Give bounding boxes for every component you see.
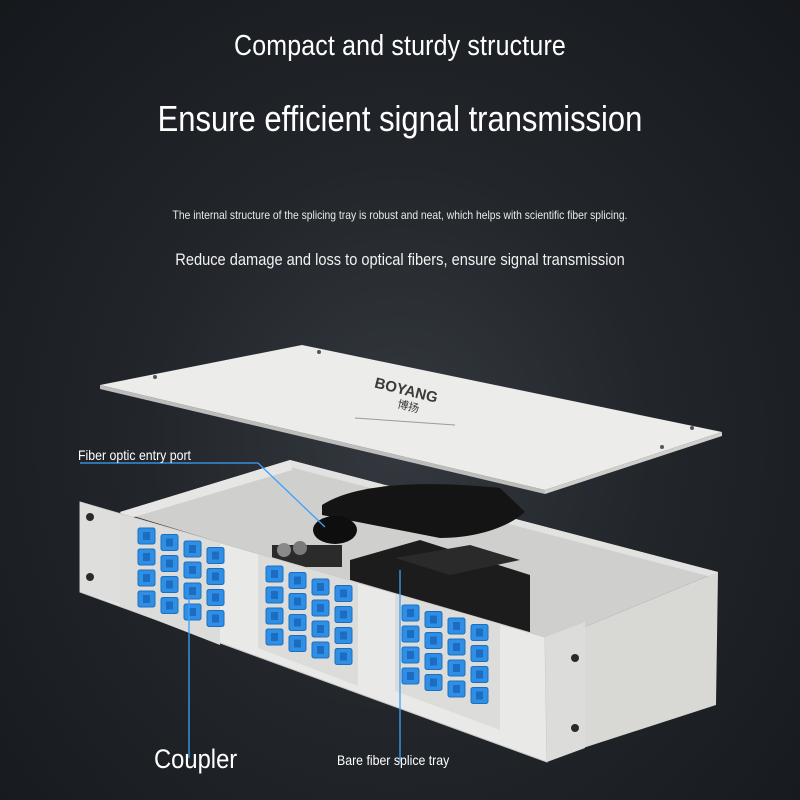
sc-coupler-port bbox=[212, 551, 219, 560]
sc-coupler-port bbox=[340, 610, 347, 619]
sc-coupler-port bbox=[271, 612, 278, 620]
sc-coupler-port bbox=[271, 591, 278, 599]
sc-coupler-port bbox=[476, 691, 483, 700]
sc-coupler-port bbox=[407, 651, 414, 659]
splice-tray-cover bbox=[313, 484, 525, 544]
sc-coupler-port bbox=[271, 633, 278, 641]
subheadline: Ensure efficient signal transmission bbox=[157, 98, 643, 139]
sc-coupler-port bbox=[143, 553, 150, 561]
sc-coupler-port bbox=[189, 545, 196, 553]
sc-coupler-port bbox=[143, 532, 150, 540]
sc-coupler-port bbox=[476, 670, 483, 679]
sc-coupler-port bbox=[143, 595, 150, 603]
entry-port-callout-line bbox=[80, 462, 326, 528]
sc-coupler-port bbox=[189, 608, 196, 616]
sc-coupler-port bbox=[189, 587, 196, 595]
sc-coupler-port bbox=[189, 566, 196, 574]
sc-coupler-port bbox=[407, 630, 414, 638]
sc-coupler-port bbox=[453, 643, 460, 651]
sc-coupler-port bbox=[430, 657, 437, 666]
sc-coupler-port bbox=[271, 570, 278, 578]
sc-coupler-port bbox=[212, 593, 219, 602]
description-note: The internal structure of the splicing t… bbox=[172, 208, 628, 222]
coupler-callout-label: Coupler bbox=[154, 744, 238, 774]
entry-port-callout-label: Fiber optic entry port bbox=[78, 447, 191, 463]
sc-coupler-port bbox=[212, 614, 219, 623]
sc-coupler-port bbox=[340, 631, 347, 640]
sc-coupler-port bbox=[294, 597, 301, 606]
sc-coupler-port bbox=[317, 604, 324, 612]
lid bbox=[100, 345, 722, 494]
coupler-array bbox=[137, 527, 489, 704]
sc-coupler-port bbox=[340, 589, 347, 598]
sc-coupler-port bbox=[143, 574, 150, 582]
sc-coupler-port bbox=[294, 639, 301, 648]
sc-coupler-port bbox=[166, 580, 173, 589]
sc-coupler-port bbox=[340, 652, 347, 661]
sc-coupler-port bbox=[453, 622, 460, 630]
sc-coupler-port bbox=[317, 646, 324, 654]
sc-coupler-port bbox=[166, 538, 173, 547]
sc-coupler-port bbox=[453, 664, 460, 672]
sc-coupler-port bbox=[317, 583, 324, 591]
sc-coupler-port bbox=[166, 559, 173, 568]
sc-coupler-port bbox=[453, 685, 460, 693]
sc-coupler-port bbox=[294, 576, 301, 585]
brand-chinese-text: 博扬 bbox=[396, 397, 421, 416]
callout-lines bbox=[80, 462, 401, 762]
sc-coupler-port bbox=[430, 678, 437, 687]
sc-coupler-port bbox=[407, 609, 414, 617]
description-note-2: Reduce damage and loss to optical fibers… bbox=[175, 250, 625, 269]
sc-coupler-port bbox=[294, 618, 301, 627]
sc-coupler-port bbox=[430, 636, 437, 645]
sc-coupler-port bbox=[476, 628, 483, 637]
sc-coupler-port bbox=[212, 572, 219, 581]
headline: Compact and sturdy structure bbox=[234, 30, 566, 62]
sc-coupler-port bbox=[317, 625, 324, 633]
sc-coupler-port bbox=[407, 672, 414, 680]
sc-coupler-port bbox=[476, 649, 483, 658]
sc-coupler-port bbox=[166, 601, 173, 610]
splice-tray-callout-label: Bare fiber splice tray bbox=[337, 752, 450, 768]
sc-coupler-port bbox=[430, 615, 437, 624]
